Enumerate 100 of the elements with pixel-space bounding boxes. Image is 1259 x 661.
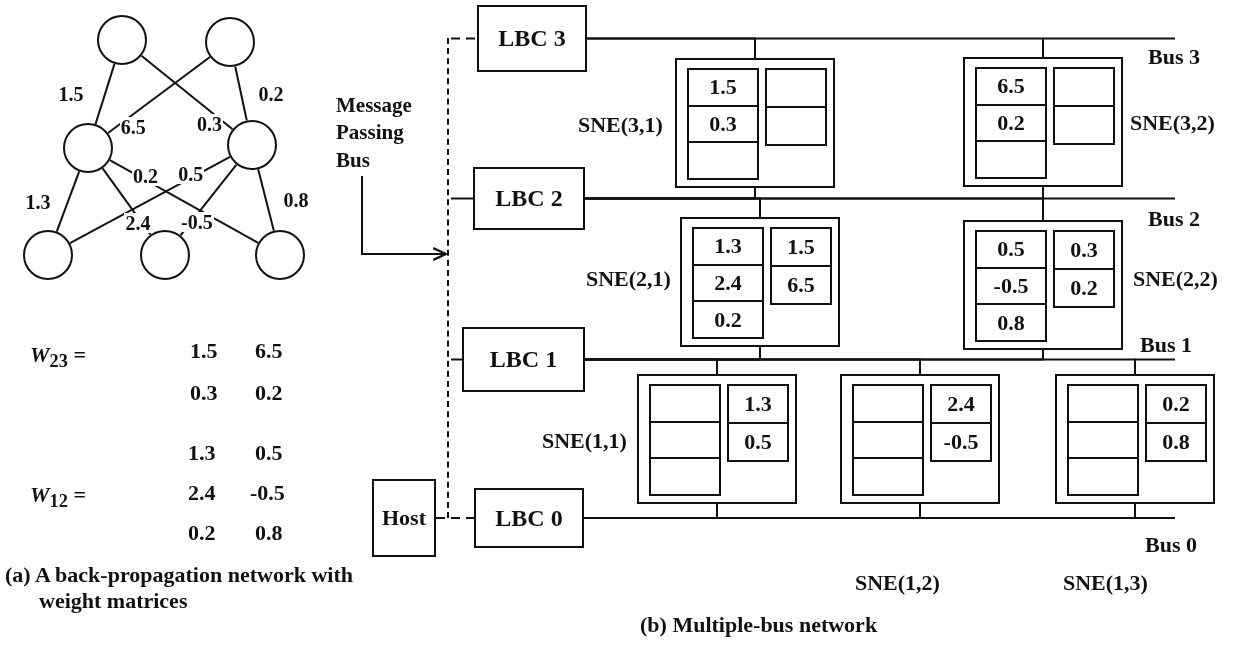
module-label: SNE(1,3) xyxy=(1063,570,1148,596)
memory-cell: 0.3 xyxy=(1054,231,1114,269)
memory-cell: 0.8 xyxy=(976,304,1046,341)
memory-cell: 1.3 xyxy=(728,385,788,423)
memory-cell: 1.5 xyxy=(771,228,831,266)
matrix-entry: 0.2 xyxy=(255,380,283,406)
neuron-circle xyxy=(23,230,73,280)
neuron-circle xyxy=(97,15,147,65)
bus-connector xyxy=(586,37,1044,58)
figure-caption: (b) Multiple-bus network xyxy=(640,612,878,638)
module-label: SNE(1,2) xyxy=(855,570,940,596)
module-label: SNE(3,2) xyxy=(1130,110,1215,136)
memory-cell: 0.3 xyxy=(688,105,758,143)
edge-label: 6.5 xyxy=(119,116,147,137)
controller-box: LBC 0 xyxy=(474,488,584,548)
edge-label: 1.5 xyxy=(57,84,85,104)
controller-box: LBC 1 xyxy=(462,327,585,392)
memory-cell xyxy=(1068,421,1138,459)
module-label: SNE(2,2) xyxy=(1133,266,1218,292)
neuron-circle xyxy=(227,120,277,170)
processor-module xyxy=(637,374,797,504)
memory-stack xyxy=(1145,384,1207,462)
memory-cell xyxy=(650,421,720,459)
memory-cell xyxy=(650,458,720,495)
matrix-entry: 0.5 xyxy=(255,440,283,466)
memory-cell xyxy=(766,107,826,145)
bus-connector xyxy=(584,197,1044,221)
module-label: SNE(1,1) xyxy=(542,428,627,454)
link-line xyxy=(450,197,474,200)
memory-cell: 0.2 xyxy=(976,104,1046,142)
memory-cell: 0.8 xyxy=(1146,423,1206,461)
bus-connector xyxy=(584,358,1136,375)
matrix-entry: 0.8 xyxy=(255,520,283,546)
matrix-entry: -0.5 xyxy=(250,480,285,506)
weight-line xyxy=(257,168,275,232)
memory-stack xyxy=(727,384,789,462)
weight-line xyxy=(94,62,116,126)
controller-box: LBC 3 xyxy=(477,5,587,72)
bus-label: Bus 2 xyxy=(1148,206,1200,232)
memory-stack xyxy=(1053,67,1115,145)
weight-line xyxy=(234,65,248,122)
host-box: Host xyxy=(372,479,436,557)
memory-cell xyxy=(766,69,826,107)
matrix-entry: 2.4 xyxy=(188,480,216,506)
memory-cell: 1.5 xyxy=(688,69,758,106)
module-label: SNE(3,1) xyxy=(578,112,663,138)
memory-stack xyxy=(1067,384,1139,496)
memory-cell: 2.4 xyxy=(931,385,991,423)
message-bus-line xyxy=(447,38,451,518)
edge-label: 0.5 xyxy=(177,164,205,184)
matrix-entry: 1.3 xyxy=(188,440,216,466)
edge-label: 0.2 xyxy=(132,166,160,187)
memory-cell: 6.5 xyxy=(976,68,1046,105)
edge-label: -0.5 xyxy=(180,212,214,232)
memory-cell xyxy=(650,385,720,422)
edge-label: 0.3 xyxy=(195,113,223,134)
memory-cell: 0.5 xyxy=(976,231,1046,268)
memory-stack xyxy=(770,227,832,305)
memory-cell: 6.5 xyxy=(771,266,831,304)
memory-stack xyxy=(687,68,759,180)
figure-caption: (a) A back-propagation network with weight matrices xyxy=(5,562,354,614)
memory-stack xyxy=(692,227,764,339)
memory-cell: 0.5 xyxy=(728,423,788,461)
link-line xyxy=(450,358,463,361)
bus-label: Bus 0 xyxy=(1145,532,1197,558)
memory-cell xyxy=(1054,106,1114,144)
edge-label: 0.8 xyxy=(282,190,310,210)
matrix-entry: 1.5 xyxy=(190,338,218,364)
processor-module xyxy=(1055,374,1215,504)
neuron-circle xyxy=(63,123,113,173)
memory-cell: 1.3 xyxy=(693,228,763,265)
processor-module xyxy=(963,220,1123,350)
bus-label: Bus 3 xyxy=(1148,44,1200,70)
controller-box: LBC 2 xyxy=(473,167,585,230)
matrix-entry: 0.3 xyxy=(190,380,218,406)
weight-line xyxy=(55,170,81,233)
memory-cell xyxy=(853,421,923,459)
processor-module xyxy=(840,374,1000,504)
link-line xyxy=(450,517,475,519)
memory-cell: 0.2 xyxy=(693,301,763,338)
memory-cell xyxy=(1054,68,1114,106)
memory-cell xyxy=(1068,458,1138,495)
arrow xyxy=(361,175,448,261)
processor-module xyxy=(963,57,1123,187)
memory-stack xyxy=(765,68,827,146)
matrix-label: W$_{12}$ = xyxy=(30,482,86,513)
link-line xyxy=(450,37,478,40)
link-line xyxy=(435,517,448,519)
memory-stack xyxy=(930,384,992,462)
processor-module xyxy=(675,58,835,188)
weight-line xyxy=(140,54,234,131)
module-label: SNE(2,1) xyxy=(586,266,671,292)
memory-cell: -0.5 xyxy=(931,423,991,461)
memory-cell: -0.5 xyxy=(976,267,1046,305)
memory-cell: 0.2 xyxy=(1054,269,1114,307)
memory-stack xyxy=(852,384,924,496)
annotation-text: Message Passing Bus xyxy=(336,92,440,176)
memory-cell xyxy=(688,142,758,179)
processor-module xyxy=(680,217,840,347)
matrix-label: W$_{23}$ = xyxy=(30,342,86,373)
